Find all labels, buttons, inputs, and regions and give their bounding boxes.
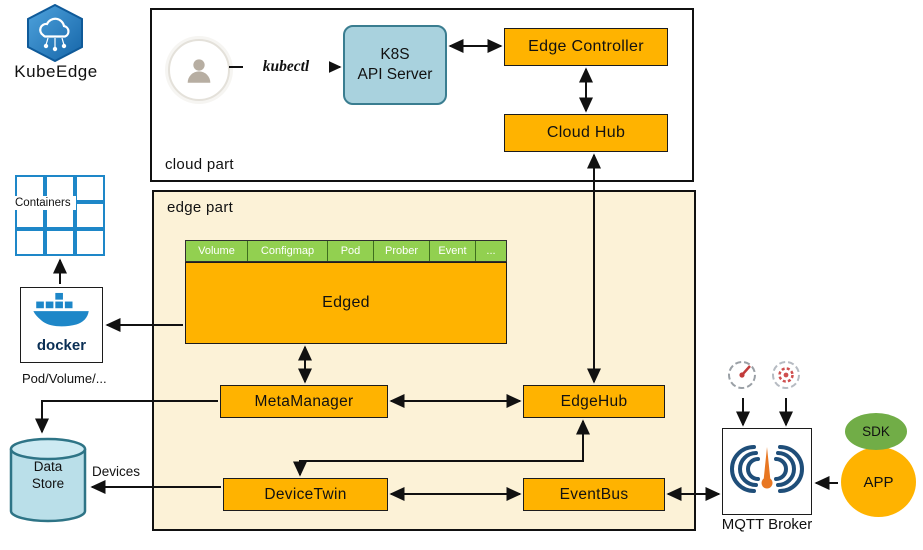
edged-tab: Prober [374, 241, 430, 261]
edged-tab: ... [476, 241, 506, 261]
containers-label: Containers [10, 196, 76, 210]
container-cell [75, 175, 105, 202]
sensor-icon-1 [722, 351, 762, 402]
pod-volume-label: Pod/Volume/... [22, 371, 107, 386]
devices-label: Devices [92, 464, 141, 479]
cloud-part-label: cloud part [165, 156, 234, 173]
data-store-cylinder [8, 436, 88, 529]
data-store-line1: Data [33, 459, 63, 474]
edged-tab: Pod [328, 241, 374, 261]
kubeedge-logo-icon [24, 3, 86, 67]
data-store-line2: Store [31, 475, 65, 491]
data-store-label: Data Store [8, 459, 88, 493]
edge-hub-box: EdgeHub [523, 385, 665, 418]
app-badge: APP [841, 447, 916, 517]
edged-tabs: Volume Configmap Pod Prober Event ... [185, 240, 507, 262]
docker-label: docker [36, 337, 87, 354]
edge-part-label: edge part [167, 199, 234, 216]
edged-tab: Event [430, 241, 476, 261]
kubectl-label: kubectl [243, 58, 329, 76]
kubeedge-logo-label: KubeEdge [14, 62, 98, 81]
container-cell [75, 202, 105, 229]
container-cell [15, 229, 45, 256]
mqtt-signal-icon [730, 435, 804, 508]
mqtt-broker-box [722, 428, 812, 515]
cloud-hub-box: Cloud Hub [504, 114, 668, 152]
event-bus-box: EventBus [523, 478, 665, 511]
k8s-api-server-line1: K8S [380, 45, 410, 63]
sensor-icon-2 [766, 351, 806, 402]
edged-tab: Volume [186, 241, 248, 261]
user-icon [168, 39, 230, 101]
meta-manager-box: MetaManager [220, 385, 388, 418]
docker-box: docker [20, 287, 103, 363]
sdk-badge: SDK [845, 413, 907, 450]
mqtt-broker-label: MQTT Broker [721, 516, 813, 533]
containers-icon [15, 175, 105, 256]
container-cell [45, 229, 75, 256]
k8s-api-server-box: K8S API Server [343, 25, 447, 105]
edged-tab: Configmap [248, 241, 328, 261]
device-twin-box: DeviceTwin [223, 478, 388, 511]
edge-controller-box: Edge Controller [504, 28, 668, 66]
edged-box: Edged [185, 262, 507, 344]
container-cell [75, 229, 105, 256]
docker-whale-icon [32, 292, 92, 339]
k8s-api-server-line2: API Server [357, 66, 433, 83]
